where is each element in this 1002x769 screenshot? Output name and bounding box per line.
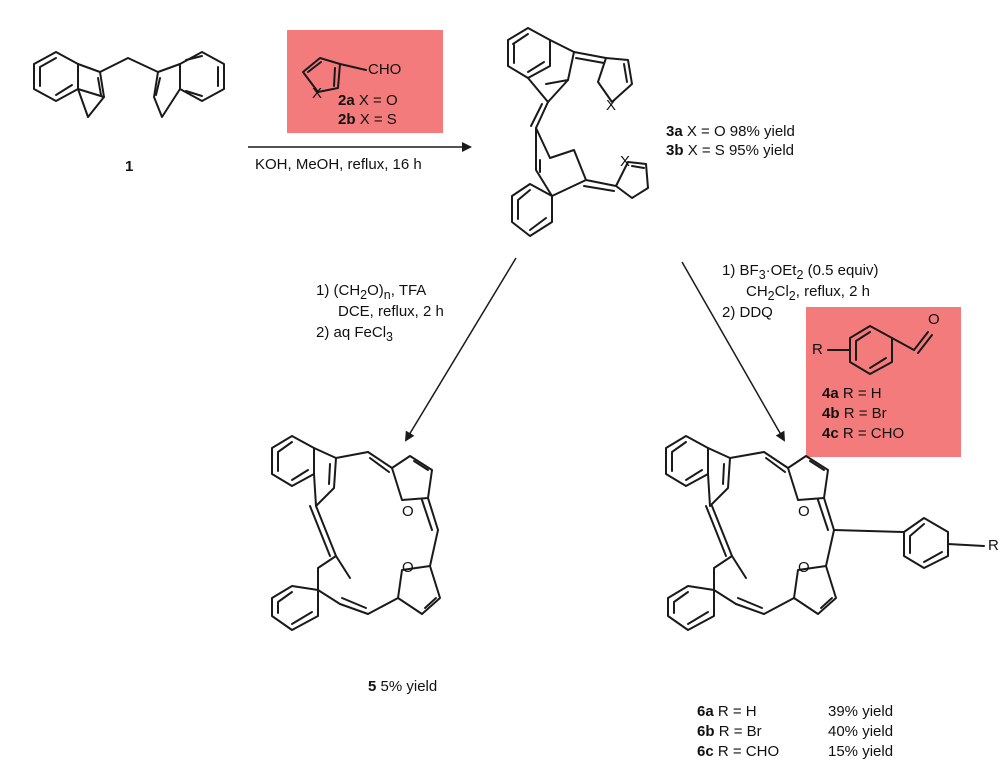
arrow-to-6	[681, 261, 785, 442]
atom-o-6-top: O	[798, 503, 810, 520]
label-3b: 3b X = S 95% yield	[666, 142, 794, 159]
label-6a: 6a R = H	[697, 703, 757, 720]
compound-5-structure	[271, 435, 441, 631]
yield-6a: 39% yield	[828, 703, 894, 720]
atom-o-4: O	[928, 311, 940, 328]
atom-o-5-bottom: O	[402, 559, 414, 576]
label-compound-1: 1	[125, 158, 134, 175]
compound-4-structure	[827, 325, 933, 375]
conditions-left-line1: 1) (CH2O)n, TFA	[316, 282, 427, 302]
atom-x-3-top: X	[606, 97, 617, 114]
yield-6c: 15% yield	[828, 743, 894, 760]
conditions-step1: KOH, MeOH, reflux, 16 h	[255, 156, 422, 173]
conditions-right-line2: CH2Cl2, reflux, 2 h	[746, 283, 870, 303]
label-6c: 6c R = CHO	[697, 743, 780, 760]
atom-r-6: R	[988, 537, 999, 554]
conditions-right-line3: 2) DDQ	[722, 304, 773, 321]
arrow-to-5	[404, 257, 517, 442]
reagent-4-highlight	[806, 307, 961, 457]
compound-6-structure	[665, 435, 985, 631]
label-4b: 4b R = Br	[822, 405, 887, 422]
label-4c: 4c R = CHO	[822, 425, 905, 442]
compound-3-structure	[507, 27, 649, 237]
reagent-2-highlight	[287, 30, 443, 133]
label-3a: 3a X = O 98% yield	[666, 123, 795, 140]
label-2b: 2b X = S	[338, 111, 397, 128]
atom-x-2: X	[312, 85, 323, 102]
label-6b: 6b R = Br	[697, 723, 762, 740]
conditions-left-line2: DCE, reflux, 2 h	[338, 303, 444, 320]
conditions-left-line3: 2) aq FeCl3	[316, 324, 393, 344]
label-4a: 4a R = H	[822, 385, 882, 402]
atom-r-4: R	[812, 341, 823, 358]
conditions-right-line1: 1) BF3·OEt2 (0.5 equiv)	[722, 262, 879, 282]
label-2a: 2a X = O	[338, 92, 398, 109]
yield-6b: 40% yield	[828, 723, 894, 740]
atom-cho: CHO	[368, 61, 402, 78]
label-5: 5 5% yield	[368, 678, 438, 695]
atom-x-3-bottom: X	[620, 153, 631, 170]
compound-1-structure	[33, 51, 225, 118]
atom-o-6-bottom: O	[798, 559, 810, 576]
atom-o-5-top: O	[402, 503, 414, 520]
compound-2-structure	[302, 57, 367, 93]
